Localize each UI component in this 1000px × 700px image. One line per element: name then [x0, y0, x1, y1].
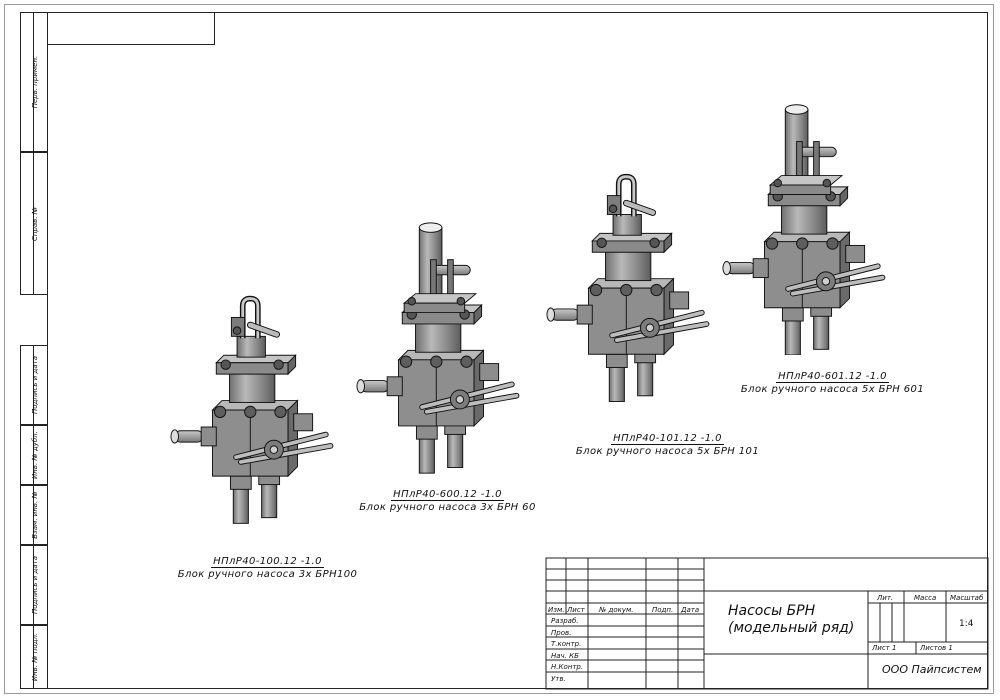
- part-name: Блок ручного насоса 3х БРН100: [177, 569, 358, 580]
- role-norm-control: Н.Контр.: [551, 663, 584, 671]
- side-stamp-reference: Справ. №: [20, 152, 48, 295]
- part-label-brn601: НПлР40-601.12 -1.0 Блок ручного насоса 5…: [725, 370, 940, 396]
- part-name: Блок ручного насоса 5х БРН 101: [575, 446, 760, 457]
- part-name: Блок ручного насоса 5х БРН 601: [740, 384, 925, 395]
- header-sign: Подп.: [652, 606, 674, 614]
- part-name: Блок ручного насоса 3х БРН 60: [359, 502, 536, 513]
- part-label-brn60: НПлР40-600.12 -1.0 Блок ручного насоса 3…: [340, 488, 555, 514]
- sheet-outer-border: [4, 4, 994, 694]
- scale-value: 1:4: [959, 619, 974, 629]
- company-name: ООО Пайпсистем: [882, 663, 982, 676]
- document-title-line1: Насосы БРН: [728, 603, 816, 619]
- lit-label: Лит.: [877, 594, 894, 602]
- role-approved: Утв.: [551, 675, 566, 683]
- part-label-brn100: НПлР40-100.12 -1.0 Блок ручного насоса 3…: [160, 555, 375, 581]
- document-title: Насосы БРН (модельный ряд): [728, 603, 854, 637]
- role-developer: Разраб.: [551, 617, 579, 625]
- header-izm: Изм.: [548, 606, 565, 614]
- role-head-kb: Нач. КБ: [551, 652, 579, 660]
- sheet-number: Лист 1: [872, 644, 897, 652]
- part-code: НПлР40-100.12 -1.0: [211, 556, 324, 568]
- side-stamp-sign-date-2: Подпись и дата: [20, 545, 48, 625]
- document-title-line2: (модельный ряд): [728, 620, 855, 636]
- part-label-brn101: НПлР40-101.12 -1.0 Блок ручного насоса 5…: [560, 432, 775, 458]
- side-stamp-sign-date-1: Подпись и дата: [20, 345, 48, 425]
- header-list: Лист: [567, 606, 585, 614]
- role-checker: Пров.: [551, 629, 572, 637]
- part-code: НПлР40-101.12 -1.0: [611, 433, 724, 445]
- scale-label: Масштаб: [950, 594, 984, 602]
- part-code: НПлР40-601.12 -1.0: [776, 371, 889, 383]
- side-stamp-first-use: Перв. примен.: [20, 12, 48, 152]
- top-left-designation-box: [47, 12, 215, 45]
- header-date: Дата: [681, 606, 700, 614]
- side-stamp-dup-inv: Инв. № дубл.: [20, 425, 48, 485]
- side-stamp-replace-inv: Взам. инв. №: [20, 485, 48, 545]
- role-tech-control: Т.контр.: [551, 640, 582, 648]
- sheet-count: Листов 1: [920, 644, 953, 652]
- part-code: НПлР40-600.12 -1.0: [391, 489, 504, 501]
- mass-label: Масса: [914, 594, 937, 602]
- header-doc-no: № докум.: [599, 606, 634, 614]
- side-stamp-orig-inv: Инв. № подл.: [20, 625, 48, 689]
